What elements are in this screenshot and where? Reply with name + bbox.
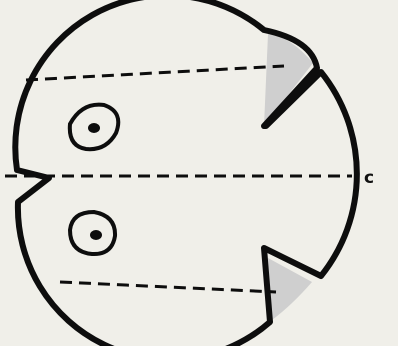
lower-dashed-line bbox=[60, 282, 276, 292]
lower-hole bbox=[70, 212, 115, 254]
disc-outline bbox=[15, 0, 357, 346]
upper-hole bbox=[70, 105, 118, 150]
upper-dashed-line bbox=[26, 66, 284, 80]
label-c: c bbox=[364, 168, 374, 188]
